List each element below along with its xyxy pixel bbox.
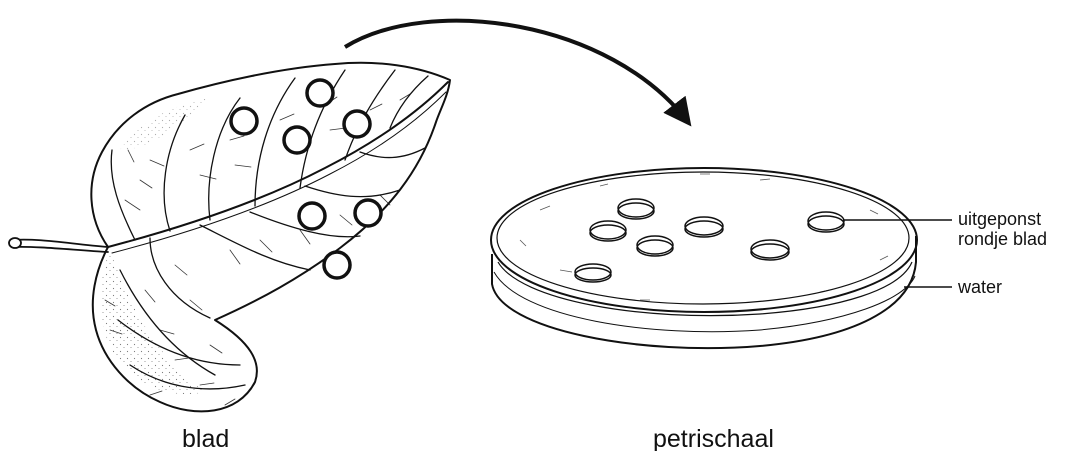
leaf-disc [637, 236, 673, 256]
disc-label-line2: rondje blad [958, 229, 1047, 249]
dish-wall-line [494, 272, 915, 332]
leaf-disc [751, 240, 789, 260]
leaf-stem-tip [9, 238, 21, 248]
dish-label: petrischaal [653, 425, 774, 451]
disc-label-line1: uitgeponst [958, 209, 1041, 229]
punched-hole [299, 203, 325, 229]
punched-hole [284, 127, 310, 153]
leaf-disc [590, 221, 626, 241]
leaf-shading-upper [120, 98, 210, 150]
punched-hole [231, 108, 257, 134]
leaf-disc [808, 212, 844, 232]
dish-rim-inner [497, 172, 909, 304]
leaf-discs [575, 199, 844, 282]
leaf-disc [575, 264, 611, 282]
leaf-label: blad [182, 425, 229, 451]
water-label: water [957, 277, 1002, 297]
petri-dish [491, 168, 917, 348]
leaf-drawing [9, 63, 450, 412]
leaf-disc [618, 199, 654, 219]
dish-rim-outer [491, 168, 917, 312]
punched-hole [355, 200, 381, 226]
punched-holes [231, 80, 381, 278]
leaf-disc [685, 217, 723, 237]
punched-hole [324, 252, 350, 278]
transfer-arrow [345, 21, 688, 122]
punched-hole [307, 80, 333, 106]
leaf-stem [12, 240, 108, 252]
punched-hole [344, 111, 370, 137]
